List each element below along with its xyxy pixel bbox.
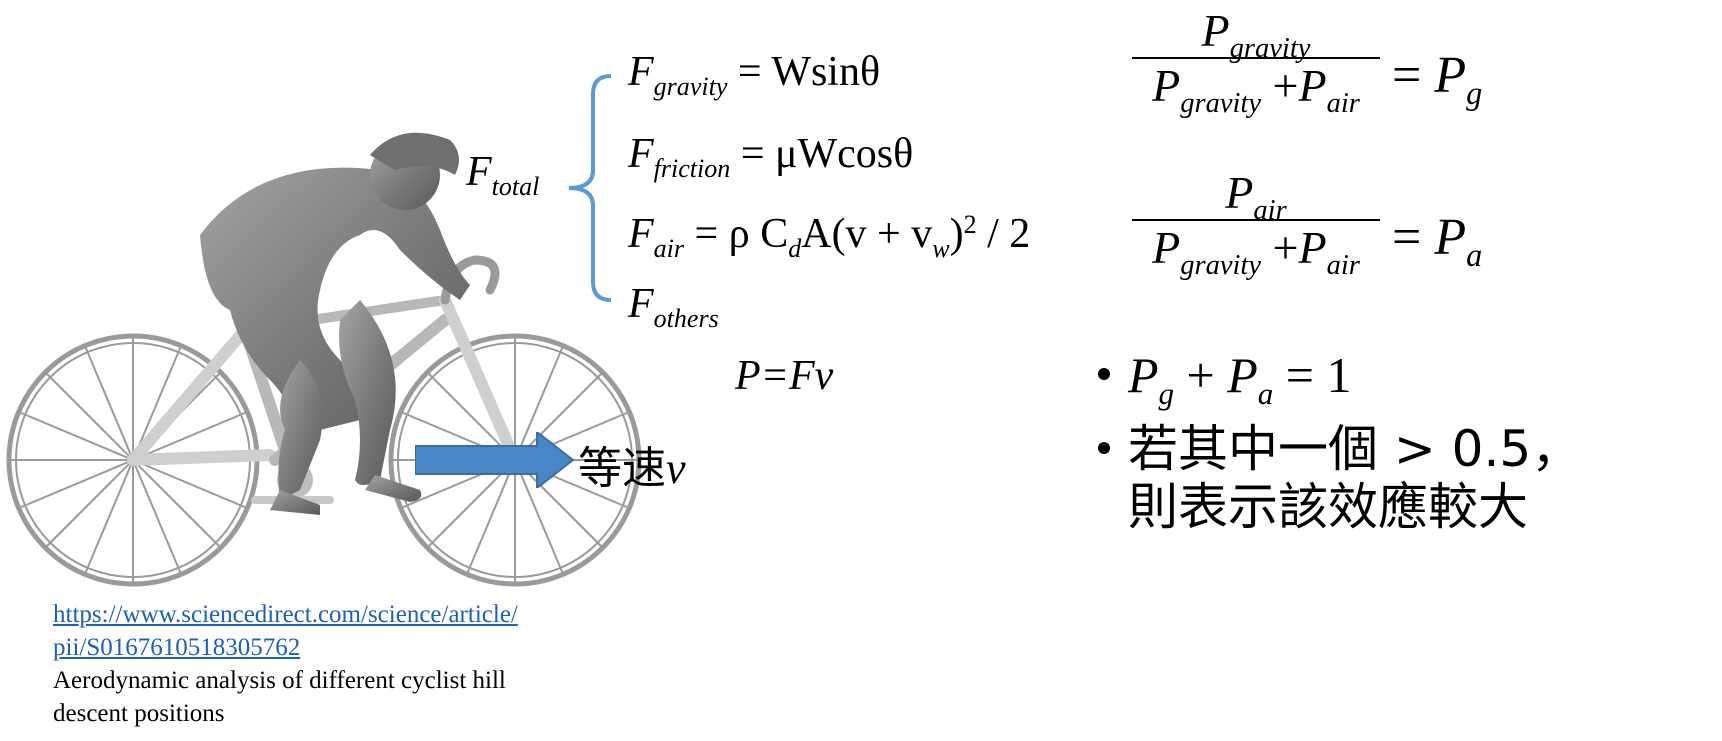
force-air-eq: Fair = ρ CdA(v + vw)2 / 2 [628,209,1031,263]
fraction-denominator: Pgravity +Pair [1152,60,1360,119]
fraction-bar [1132,57,1380,59]
fraction-numerator: Pgravity [1201,5,1311,64]
force-friction-eq: Ffriction = μWcosθ [628,131,914,183]
arrow-label: 等速v [578,443,686,494]
speed-arrow [415,432,575,488]
force-gravity-eq: Fgravity = Wsinθ [628,49,881,101]
force-others-eq: Fothers [628,281,719,333]
force-total: Ftotal [466,149,540,201]
citation-title: Aerodynamic analysis of different cyclis… [53,667,506,727]
citation-link[interactable]: https://www.sciencedirect.com/science/ar… [53,601,518,661]
fraction-bar [1132,219,1380,221]
citation: https://www.sciencedirect.com/science/ar… [53,598,613,730]
power-equation: P=Fv [735,353,834,399]
fraction-numerator: Pair [1225,167,1287,226]
bullet-sum: Pg + Pa = 1 [1098,346,1352,411]
bullet-dot [1098,368,1110,380]
ratio-air-result: = Pa [1392,209,1483,274]
bullet-dot [1098,442,1110,454]
rider [200,132,470,515]
ratio-gravity-fraction: Pgravity Pgravity +Pair [1132,4,1380,119]
cyclist-illustration [6,132,642,587]
ratio-air-fraction: Pair Pgravity +Pair [1132,166,1380,281]
fraction-denominator: Pgravity +Pair [1152,222,1360,281]
bullet-threshold: 若其中一個 > 0.5， 則表示該效應較大 [1098,420,1581,536]
brace [568,74,612,302]
ratio-gravity-result: = Pg [1392,47,1483,112]
